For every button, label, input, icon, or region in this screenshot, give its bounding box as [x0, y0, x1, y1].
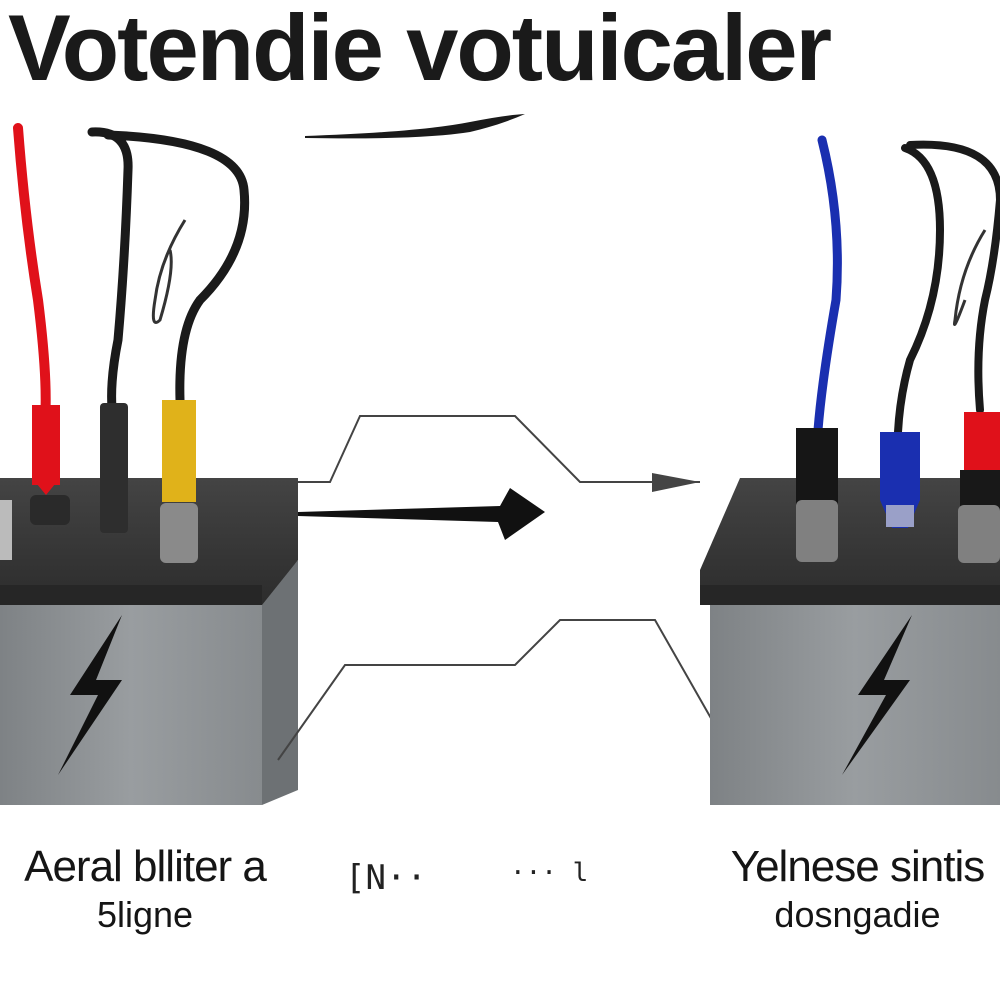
- upper-connector-arrowhead: [652, 473, 700, 492]
- left-battery: [0, 478, 298, 805]
- right-blue-wire: [813, 135, 842, 435]
- mid-glyph-right: ··· l: [510, 858, 589, 888]
- left-red-tip: [32, 478, 60, 495]
- left-black-terminal: [100, 403, 128, 533]
- lightning-bolt-icon: [842, 615, 912, 775]
- left-grey-post: [160, 503, 198, 563]
- left-wire-sketch: [151, 219, 187, 324]
- left-red-terminal: [32, 405, 60, 485]
- right-blue-terminal: [880, 432, 920, 528]
- right-grey-post-2: [958, 505, 1000, 563]
- right-grey-post-1: [796, 500, 838, 562]
- left-battery-lid: [0, 478, 298, 605]
- lower-connector-line: [277, 619, 713, 761]
- right-arrow-icon: [298, 488, 545, 540]
- page-title: Votendie votuicaler: [8, 0, 832, 100]
- left-battery-lid-edge: [0, 585, 262, 605]
- lightning-bolt-icon: [58, 615, 122, 775]
- left-battery-body: [0, 600, 262, 805]
- right-caption: Yelnese sintis dosngadie: [715, 845, 1000, 933]
- left-black-wire-loop: [103, 130, 250, 405]
- right-battery-lid-edge: [700, 585, 1000, 605]
- left-red-wire: [13, 123, 51, 425]
- right-blue-post: [886, 505, 914, 527]
- right-caption-line2: dosngadie: [774, 894, 941, 935]
- right-black-terminal: [796, 428, 838, 508]
- left-black-wire: [87, 127, 133, 413]
- right-battery-body: [710, 600, 1000, 805]
- left-caption-line2: 5ligne: [96, 894, 194, 935]
- left-caption-line1: Aeral blliter a: [24, 842, 267, 891]
- right-battery: [700, 478, 1000, 805]
- left-caption: Aeral blliter a 5ligne: [0, 845, 290, 933]
- right-battery-lid: [700, 478, 1000, 605]
- right-caption-line1: Yelnese sintis: [730, 842, 985, 891]
- right-black-wire: [894, 144, 945, 436]
- right-wire-sketch: [953, 229, 987, 326]
- mid-glyph-left: [N··: [345, 858, 427, 898]
- right-red-terminal: [964, 412, 1000, 474]
- upper-connector-line: [298, 415, 700, 483]
- top-stroke-line: [305, 114, 525, 139]
- right-black-wire-loop: [906, 140, 1000, 414]
- left-yellow-terminal: [162, 400, 196, 502]
